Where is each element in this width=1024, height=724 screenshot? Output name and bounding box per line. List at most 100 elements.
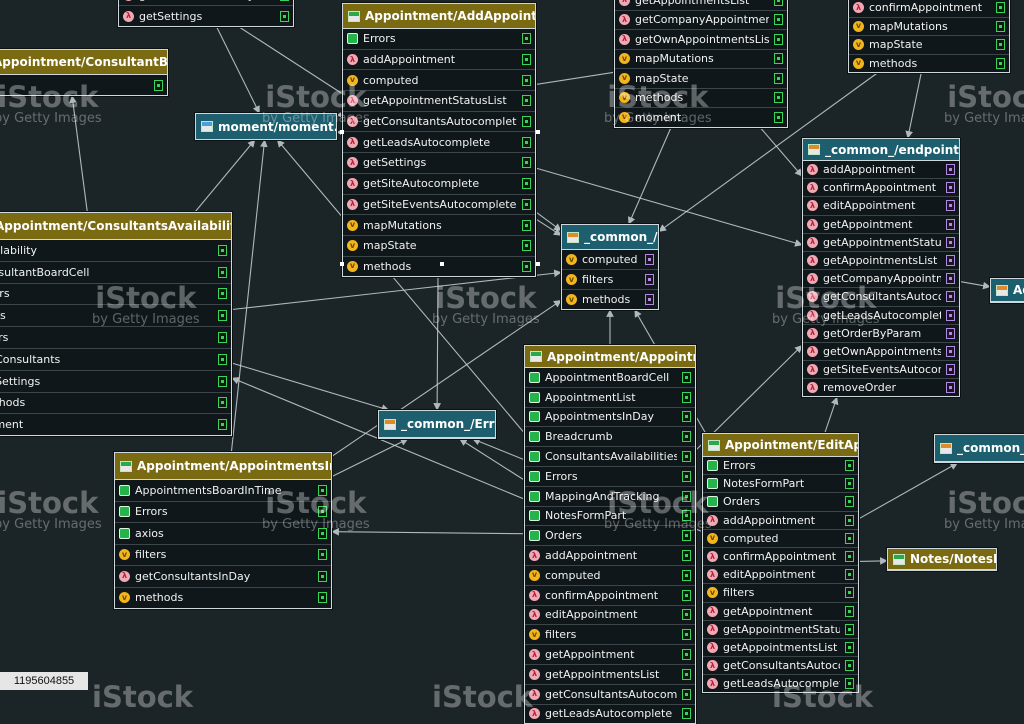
- member-row[interactable]: Breadcrumb: [525, 426, 695, 446]
- connector-port-icon[interactable]: [946, 255, 955, 266]
- connector-port-icon[interactable]: [996, 2, 1005, 13]
- connector-port-icon[interactable]: [682, 392, 691, 403]
- connector-port-icon[interactable]: [845, 533, 854, 544]
- member-row[interactable]: AppointmentList: [525, 387, 695, 407]
- connector-port-icon[interactable]: [774, 92, 783, 103]
- connector-port-icon[interactable]: [522, 54, 531, 65]
- member-row[interactable]: AppointmentBoardCell: [525, 368, 695, 387]
- connector-port-icon[interactable]: [318, 592, 327, 603]
- connector-port-icon[interactable]: [845, 515, 854, 526]
- node-header[interactable]: Appointment/ConsultantBoardCell.vue: [0, 50, 167, 75]
- connector-port-icon[interactable]: [946, 291, 955, 302]
- member-row[interactable]: AppointmentsBoardInTime: [115, 480, 331, 501]
- connector-port-icon[interactable]: [682, 491, 691, 502]
- member-row[interactable]: Orders: [525, 525, 695, 545]
- connector-port-icon[interactable]: [845, 642, 854, 653]
- node-endpoints-js[interactable]: _common_/endpoints.jsλaddAppointmentλcon…: [802, 138, 960, 397]
- connector-port-icon[interactable]: [218, 288, 227, 299]
- connector-port-icon[interactable]: [845, 678, 854, 689]
- connector-port-icon[interactable]: [946, 364, 955, 375]
- member-row[interactable]: [0, 75, 167, 95]
- member-row[interactable]: ConsultantsAvailabilities: [525, 446, 695, 466]
- connector-port-icon[interactable]: [682, 570, 691, 581]
- member-row[interactable]: moment: [0, 413, 231, 435]
- connector-port-icon[interactable]: [218, 310, 227, 321]
- connector-port-icon[interactable]: [682, 372, 691, 383]
- connector-port-icon[interactable]: [845, 606, 854, 617]
- connector-port-icon[interactable]: [280, 0, 289, 1]
- member-row[interactable]: Availability: [0, 240, 231, 261]
- node-header[interactable]: _common_/MappingAnd: [935, 435, 1024, 462]
- connector-port-icon[interactable]: [774, 0, 783, 6]
- connector-port-icon[interactable]: [682, 689, 691, 700]
- node-top-left-partial[interactable]: λgetConsultantsInDayλgetSettings: [118, 0, 294, 27]
- connector-port-icon[interactable]: [682, 530, 691, 541]
- connector-port-icon[interactable]: [522, 95, 531, 106]
- connector-port-icon[interactable]: [845, 496, 854, 507]
- member-row[interactable]: NotesFormPart: [525, 506, 695, 526]
- member-row[interactable]: getSettings: [0, 370, 231, 392]
- node-top-center-partial[interactable]: λgetAppointmentsListλgetCompanyAppointme…: [614, 0, 788, 128]
- selection-handle[interactable]: [440, 262, 444, 266]
- node-header[interactable]: _common_/endpoints.js: [803, 139, 959, 161]
- connector-port-icon[interactable]: [218, 332, 227, 343]
- node-header[interactable]: Appointment/AppointmentsInDay.vue: [115, 453, 331, 480]
- connector-port-icon[interactable]: [522, 240, 531, 251]
- connector-port-icon[interactable]: [645, 274, 654, 285]
- node-add-appointment[interactable]: Appointment/AddAppointment.vueErrorsλadd…: [342, 3, 536, 277]
- connector-port-icon[interactable]: [845, 587, 854, 598]
- connector-port-icon[interactable]: [522, 199, 531, 210]
- node-consultants-availabilities[interactable]: Appointment/ConsultantsAvailabilities.vu…: [0, 212, 232, 436]
- node-admin-right[interactable]: Admi: [990, 278, 1024, 303]
- connector-port-icon[interactable]: [682, 510, 691, 521]
- connector-port-icon[interactable]: [946, 164, 955, 175]
- node-header[interactable]: _common_/util.js: [562, 225, 658, 250]
- connector-port-icon[interactable]: [845, 624, 854, 635]
- connector-port-icon[interactable]: [682, 629, 691, 640]
- connector-port-icon[interactable]: [946, 346, 955, 357]
- node-mapping-right[interactable]: _common_/MappingAnd: [934, 434, 1024, 463]
- node-util-js[interactable]: _common_/util.jsvcomputedvfiltersvmethod…: [561, 224, 659, 310]
- connector-port-icon[interactable]: [845, 551, 854, 562]
- node-header[interactable]: Admi: [991, 279, 1024, 302]
- member-row[interactable]: Errors: [0, 283, 231, 305]
- connector-port-icon[interactable]: [218, 376, 227, 387]
- node-consultant-board-cell[interactable]: Appointment/ConsultantBoardCell.vue: [0, 49, 168, 96]
- node-moment-d-ts[interactable]: moment/moment.d.ts: [195, 113, 337, 140]
- member-row[interactable]: Errors: [703, 457, 858, 474]
- connector-port-icon[interactable]: [996, 58, 1005, 69]
- member-row[interactable]: ConsultantBoardCell: [0, 261, 231, 283]
